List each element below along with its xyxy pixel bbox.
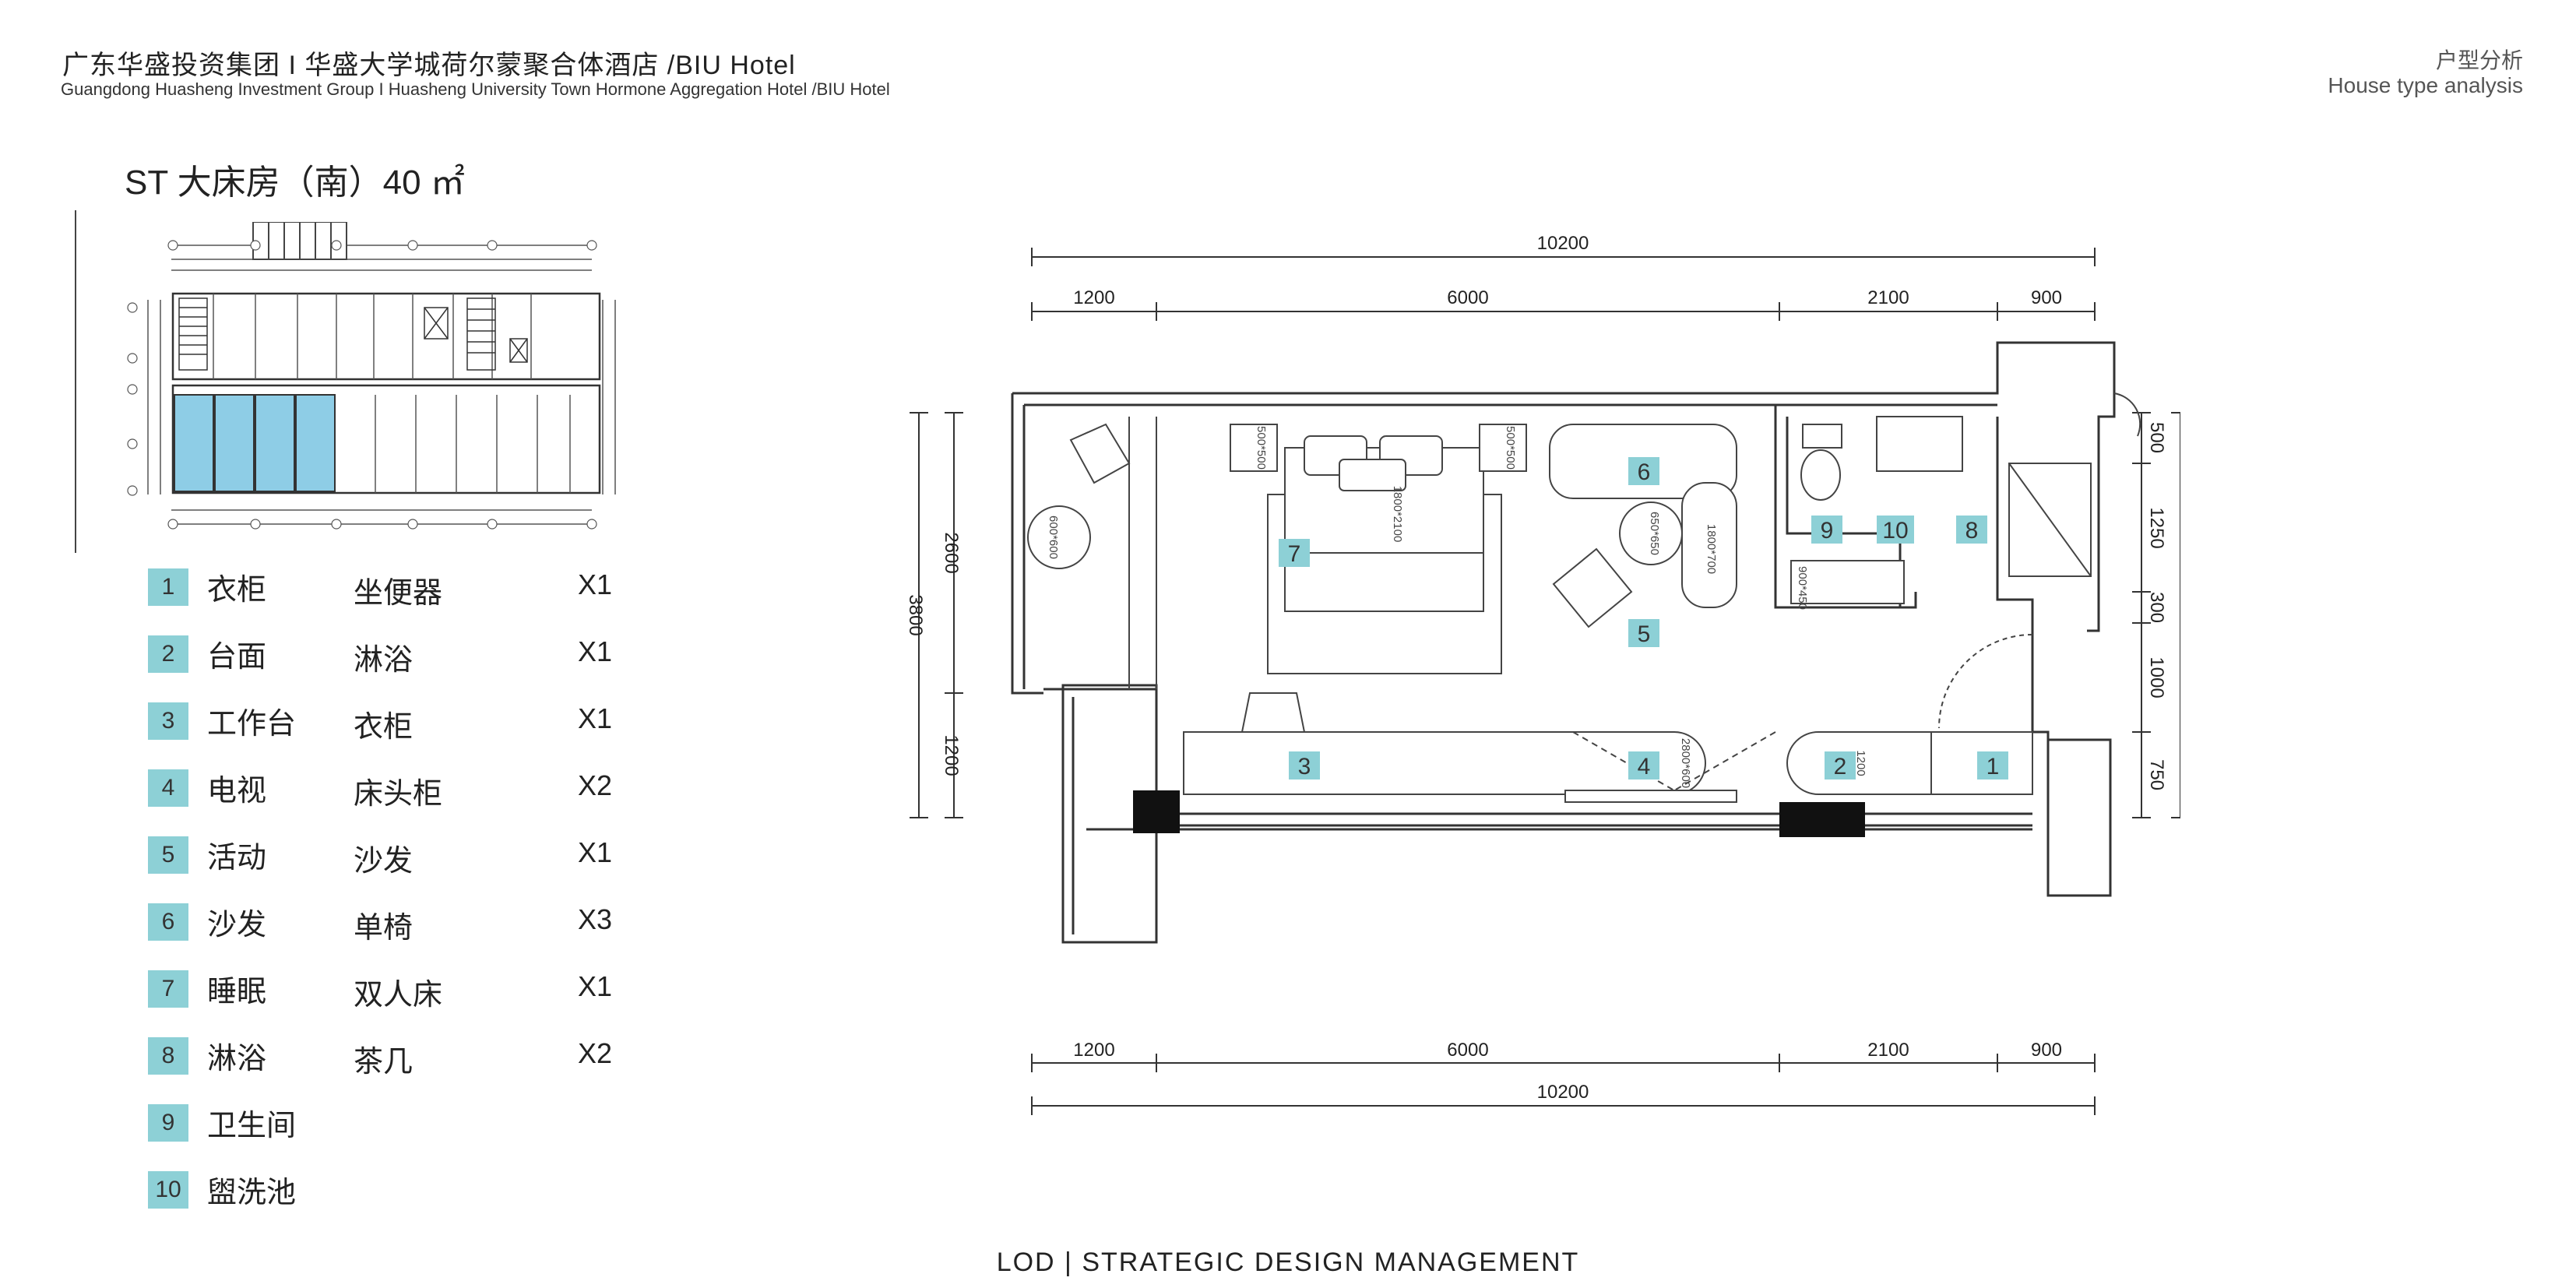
legend-furniture-item: 单椅 — [354, 912, 413, 945]
legend-zone-label: 电视 — [207, 775, 267, 808]
marker-9: 9 — [1821, 518, 1834, 544]
label-sofa: 1800*700 — [1705, 524, 1718, 574]
dim-bottom-4: 900 — [2031, 1040, 2062, 1061]
legend-zone-label: 睡眠 — [207, 976, 267, 1008]
label-bed: 1800*2100 — [1391, 486, 1404, 543]
legend-furniture-item: 淋浴 — [354, 644, 413, 677]
dim-total-bottom: 10200 — [1537, 1082, 1589, 1103]
marker-5: 5 — [1638, 621, 1651, 647]
legend-furniture-count: X2 — [578, 1037, 613, 1069]
legend-number-badge: 5 — [148, 836, 188, 874]
marker-10: 10 — [1882, 518, 1908, 544]
dim-right-2: 1250 — [2146, 507, 2167, 548]
dim-top-1: 1200 — [1073, 287, 1114, 308]
legend-zone-label: 工作台 — [207, 708, 297, 741]
dim-left-total: 3800 — [905, 594, 926, 635]
legend-zone-label: 衣柜 — [207, 574, 267, 607]
legend-row: 6 沙发 单椅 X3 — [148, 900, 693, 945]
label-shower: 900*450 — [1796, 566, 1809, 610]
legend-furniture-count: X1 — [578, 568, 613, 600]
legend-number-badge: 1 — [148, 568, 188, 606]
dim-right-1: 500 — [2146, 422, 2167, 453]
legend-furniture-count: X3 — [578, 903, 613, 935]
label-nightstand-right: 500*500 — [1504, 426, 1517, 470]
dim-bottom-3: 2100 — [1867, 1040, 1909, 1061]
divider-line — [75, 210, 76, 553]
legend-zone-label: 卫生间 — [207, 1110, 297, 1142]
section-title-en: House type analysis — [2328, 73, 2523, 97]
legend-furniture-item: 沙发 — [354, 845, 413, 878]
legend-row: 2 台面 淋浴 X1 — [148, 632, 693, 677]
legend-row: 3 工作台 衣柜 X1 — [148, 699, 693, 744]
label-round-table: 600*600 — [1047, 516, 1060, 559]
legend-zone-label: 活动 — [207, 842, 267, 875]
legend-number-badge: 3 — [148, 702, 188, 740]
legend-zone-label: 沙发 — [207, 909, 267, 941]
footer: LOD | STRATEGIC DESIGN MANAGEMENT — [996, 1248, 1580, 1277]
marker-8: 8 — [1965, 518, 1979, 544]
label-desk: 2800*600 — [1679, 738, 1692, 788]
marker-4: 4 — [1638, 754, 1651, 779]
legend-furniture-item: 坐便器 — [354, 577, 443, 610]
marker-1: 1 — [1987, 754, 2000, 779]
legend-row: 1 衣柜 坐便器 X1 — [148, 565, 693, 610]
legend-row: 5 活动 沙发 X1 — [148, 833, 693, 878]
dim-total-top: 10200 — [1537, 233, 1589, 254]
legend-row: 7 睡眠 双人床 X1 — [148, 967, 693, 1012]
legend-furniture-item: 茶几 — [354, 1046, 413, 1079]
legend-number-badge: 2 — [148, 635, 188, 673]
dim-left-1: 2600 — [941, 532, 962, 573]
legend-row: 4 电视 床头柜 X2 — [148, 766, 693, 811]
header-title-en: Guangdong Huasheng Investment Group I Hu… — [61, 79, 890, 99]
legend-furniture-item: 双人床 — [354, 979, 443, 1012]
legend-furniture-count: X2 — [578, 769, 613, 801]
legend-number-badge: 4 — [148, 769, 188, 807]
label-counter: 1200 — [1854, 750, 1867, 776]
legend-furniture-count: X1 — [578, 702, 613, 734]
legend-zone-label: 淋浴 — [207, 1043, 267, 1075]
dim-bottom-1: 1200 — [1073, 1040, 1114, 1061]
legend-number-badge: 8 — [148, 1037, 188, 1075]
floor-plan: 10200 1200 6000 2100 900 1200 6000 2100 … — [905, 233, 2180, 1115]
legend-furniture-count: X1 — [578, 635, 613, 667]
legend-number-badge: 9 — [148, 1104, 188, 1142]
room-title: ST 大床房（南）40 ㎡ — [125, 164, 465, 202]
header-title-cn: 广东华盛投资集团 I 华盛大学城荷尔蒙聚合体酒店 /BIU Hotel — [62, 51, 796, 80]
label-coffee-table: 650*650 — [1648, 512, 1661, 555]
legend-zone-label: 盥洗池 — [207, 1177, 297, 1209]
dim-left-2: 1200 — [941, 734, 962, 776]
section-title-cn: 户型分析 — [2435, 48, 2523, 72]
dim-bottom-2: 6000 — [1447, 1040, 1488, 1061]
dim-right-3: 300 — [2146, 592, 2167, 623]
legend-number-badge: 6 — [148, 903, 188, 941]
marker-7: 7 — [1288, 541, 1301, 567]
marker-3: 3 — [1298, 754, 1311, 779]
dim-top-3: 2100 — [1867, 287, 1909, 308]
dim-top-2: 6000 — [1447, 287, 1488, 308]
legend-furniture-count: X1 — [578, 836, 613, 868]
legend-row: 9 卫生间 — [148, 1101, 693, 1142]
key-plan — [127, 222, 616, 530]
marker-6: 6 — [1638, 459, 1651, 485]
dim-top-4: 900 — [2031, 287, 2062, 308]
legend-furniture-count: X1 — [578, 970, 613, 1002]
dim-right-4: 1000 — [2146, 656, 2167, 698]
label-nightstand-left: 500*500 — [1255, 426, 1268, 470]
legend-zone-label: 台面 — [207, 641, 267, 674]
dim-right-5: 750 — [2146, 759, 2167, 790]
legend-row: 10 盥洗池 — [148, 1168, 693, 1209]
legend-row: 8 淋浴 茶几 X2 — [148, 1034, 693, 1079]
legend-furniture-item: 衣柜 — [354, 711, 413, 744]
legend-number-badge: 10 — [148, 1171, 188, 1209]
legend-furniture-item: 床头柜 — [354, 778, 443, 811]
legend-number-badge: 7 — [148, 970, 188, 1008]
marker-2: 2 — [1834, 754, 1847, 779]
